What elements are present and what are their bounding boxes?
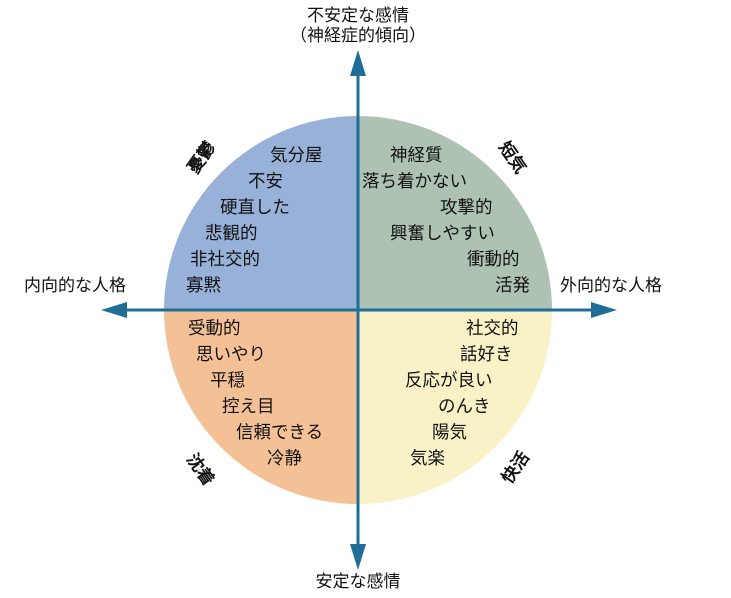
axis-label-bottom: 安定な感情 [315, 572, 401, 592]
trait-tl-2: 不安 [248, 172, 283, 192]
trait-tr-4: 興奮しやすい [390, 224, 495, 244]
trait-bl-6: 冷静 [267, 449, 302, 469]
arrow-right-icon [591, 302, 617, 318]
trait-bl-5: 信頼できる [236, 423, 324, 443]
trait-br-2: 話好き [460, 345, 513, 365]
quadrant-melancholic [164, 116, 358, 310]
trait-bl-2: 思いやり [196, 345, 266, 365]
trait-tr-6: 活発 [495, 276, 530, 296]
trait-tr-3: 攻撃的 [440, 198, 493, 218]
quadrant-sanguine [358, 310, 552, 504]
trait-tl-3: 硬直した [220, 198, 290, 218]
arrow-up-icon [350, 50, 366, 76]
trait-br-5: 陽気 [432, 423, 467, 443]
trait-tr-5: 衝動的 [467, 250, 520, 270]
trait-bl-1: 受動的 [188, 319, 241, 339]
axis-label-right: 外向的な人格 [560, 276, 662, 296]
axis-label-left: 内向的な人格 [24, 276, 126, 296]
trait-tr-1: 神経質 [390, 146, 443, 166]
axis-label-top-line2: （神経症的傾向） [290, 26, 426, 46]
trait-br-3: 反応が良い [405, 371, 493, 391]
trait-br-6: 気楽 [410, 449, 445, 469]
quadrant-choleric [358, 116, 552, 310]
trait-bl-4: 控え目 [222, 397, 275, 417]
trait-br-4: のんき [438, 397, 491, 417]
trait-br-1: 社交的 [466, 319, 519, 339]
axis-label-top-line1: 不安定な感情 [307, 6, 409, 26]
trait-bl-3: 平穏 [210, 371, 245, 391]
arrow-left-icon [101, 302, 127, 318]
trait-tr-2: 落ち着かない [362, 172, 467, 192]
axis-label-top: 不安定な感情 （神経症的傾向） [258, 6, 458, 46]
arrow-down-icon [350, 544, 366, 570]
trait-tl-4: 悲観的 [205, 224, 258, 244]
trait-tl-1: 気分屋 [270, 146, 323, 166]
trait-tl-5: 非社交的 [190, 250, 260, 270]
trait-tl-6: 寡黙 [186, 276, 221, 296]
quadrant-phlegmatic [164, 310, 358, 504]
